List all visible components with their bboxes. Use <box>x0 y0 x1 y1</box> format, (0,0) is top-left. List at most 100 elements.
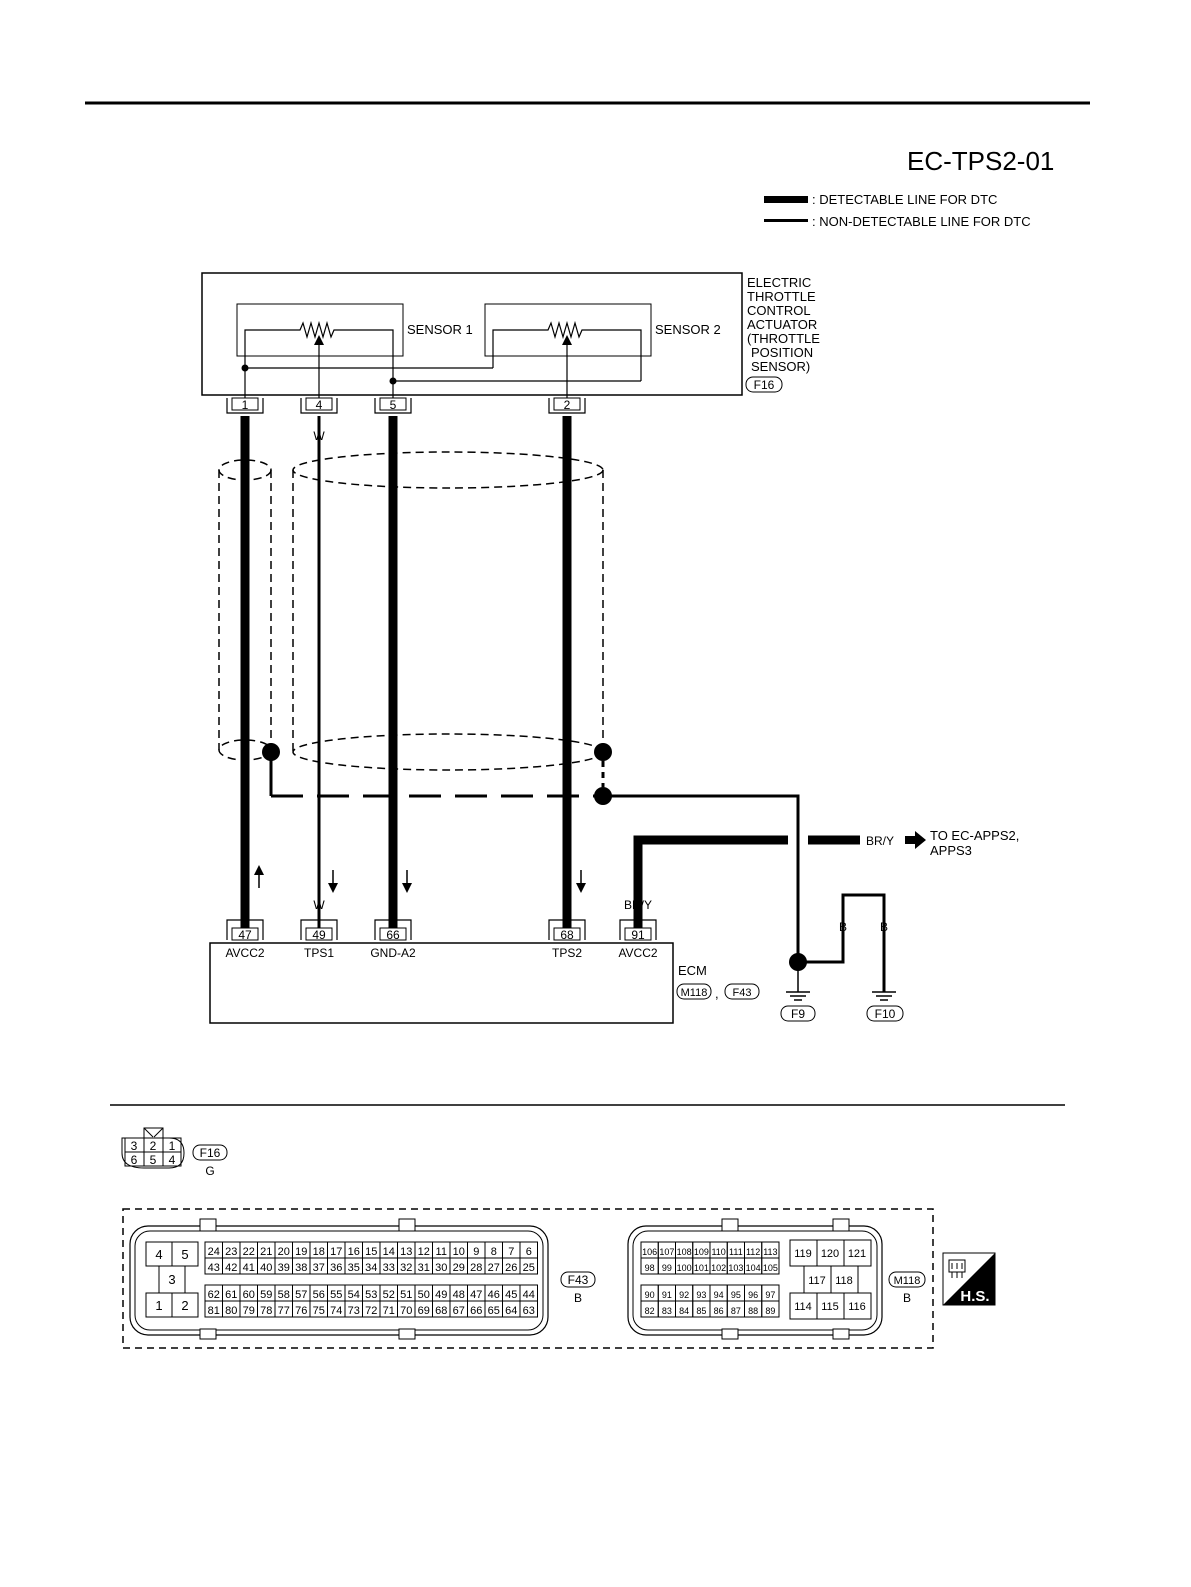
ecm-wire-color: W <box>313 898 325 912</box>
sensor1-loop <box>244 320 394 381</box>
pin-number: 69 <box>418 1305 430 1317</box>
splice-ground <box>389 377 397 385</box>
legend-non-detectable-swatch <box>764 219 808 222</box>
pin-number: 64 <box>505 1305 517 1317</box>
pin-number: 17 <box>330 1246 342 1258</box>
pin-number: 29 <box>453 1262 465 1274</box>
actuator-name: ELECTRIC THROTTLE CONTROL ACTUATOR (THRO… <box>747 275 824 374</box>
pin-cell <box>519 1257 538 1275</box>
ground-circuit: B B F9 F10 <box>780 893 904 1022</box>
pin-number: 28 <box>470 1262 482 1274</box>
pin-number: 75 <box>313 1305 325 1317</box>
pin-number: 6 <box>526 1246 532 1258</box>
pin-number: 9 <box>473 1246 479 1258</box>
pin-number: 31 <box>418 1262 430 1274</box>
pin-number: 45 <box>505 1289 517 1301</box>
pin-number: 25 <box>523 1262 535 1274</box>
svg-text:5: 5 <box>181 1247 188 1262</box>
f43-face-id: F43 <box>568 1273 589 1287</box>
svg-text:118: 118 <box>835 1275 853 1287</box>
pin-number: 102 <box>711 1263 726 1273</box>
pin-number: 34 <box>365 1262 377 1274</box>
branch-wire-color: BR/Y <box>866 834 894 848</box>
pin-number: 86 <box>714 1306 724 1316</box>
pin-number: 21 <box>260 1246 272 1258</box>
pin-number: 56 <box>313 1289 325 1301</box>
pin-number: 78 <box>260 1305 272 1317</box>
pin-number: 109 <box>694 1247 709 1257</box>
pin-number: 15 <box>365 1246 377 1258</box>
pin-number: 55 <box>330 1289 342 1301</box>
svg-text:2: 2 <box>181 1298 188 1313</box>
pin-number: 42 <box>225 1262 237 1274</box>
ecm-wire-color: BR/Y <box>624 898 652 912</box>
pin-number: 70 <box>400 1305 412 1317</box>
actuator-terminals: 1 4 5 2 <box>226 397 586 414</box>
pin-number: 61 <box>225 1289 237 1301</box>
pin-number: 80 <box>225 1305 237 1317</box>
branch-arrow-icon <box>905 831 926 849</box>
svg-text:4: 4 <box>169 1153 176 1167</box>
pin-number: 95 <box>731 1290 741 1300</box>
ecm-unit: 47 49 66 68 91 AVCC2 TPS1 GND-A2 TPS2 AV… <box>209 919 760 1024</box>
pin-number: 7 <box>508 1246 514 1258</box>
pin-number: 38 <box>295 1262 307 1274</box>
ecm-wire-color: R <box>563 898 572 912</box>
ecm-terminal: 66 <box>374 919 412 942</box>
legend: : DETECTABLE LINE FOR DTC : NON-DETECTAB… <box>764 192 1031 229</box>
f16-connector-face: 3 2 1 6 5 4 F16 G <box>121 1127 228 1178</box>
actuator-terminal: 1 <box>226 397 264 414</box>
pin-number: 49 <box>435 1289 447 1301</box>
throttle-actuator: ELECTRIC THROTTLE CONTROL ACTUATOR (THRO… <box>201 272 824 398</box>
ecm-connector-tag <box>676 983 712 1000</box>
pin-number: 105 <box>763 1263 778 1273</box>
pin-number: 104 <box>746 1263 761 1273</box>
legend-detectable-label: : DETECTABLE LINE FOR DTC <box>812 192 997 207</box>
pin-number: 97 <box>765 1290 775 1300</box>
ecm-terminal: 91 <box>619 919 657 942</box>
svg-text:119: 119 <box>794 1248 812 1260</box>
pin-cell <box>761 1257 780 1275</box>
pin-number: 33 <box>383 1262 395 1274</box>
sensor1-label: SENSOR 1 <box>407 322 473 337</box>
sensor1-box <box>236 303 404 357</box>
svg-text:49: 49 <box>312 928 326 942</box>
pin-number: 26 <box>505 1262 517 1274</box>
svg-text:91: 91 <box>631 928 645 942</box>
ecm-name: ECM <box>678 963 707 978</box>
ground-wire-color: B <box>839 920 847 934</box>
actuator-box <box>201 272 743 396</box>
ground-icon <box>872 991 896 1001</box>
pin-number: 79 <box>243 1305 255 1317</box>
m118-face-id: M118 <box>894 1275 921 1287</box>
pin-number: 92 <box>679 1290 689 1300</box>
pin-number: 76 <box>295 1305 307 1317</box>
f43-left-block <box>145 1241 199 1318</box>
ground-connector-id: F9 <box>791 1007 805 1021</box>
pin-number: 71 <box>383 1305 395 1317</box>
pin-number: 81 <box>208 1305 220 1317</box>
ecm-terminal: 68 <box>548 919 586 942</box>
pin-number: 67 <box>453 1305 465 1317</box>
svg-text:120: 120 <box>821 1248 839 1260</box>
svg-text:121: 121 <box>848 1248 866 1260</box>
svg-text:1: 1 <box>155 1298 162 1313</box>
pin-number: 84 <box>679 1306 689 1316</box>
svg-text:3: 3 <box>168 1272 175 1287</box>
pin-number: 47 <box>470 1289 482 1301</box>
actuator-terminal: 4 <box>300 397 338 414</box>
ecm-wire-color: R <box>241 898 250 912</box>
pin-number: 90 <box>645 1290 655 1300</box>
splice-supply <box>241 364 249 372</box>
pin-number: 16 <box>348 1246 360 1258</box>
f43-face-color: B <box>574 1291 582 1305</box>
actuator-terminal: 2 <box>548 397 586 414</box>
svg-text:1: 1 <box>242 398 249 412</box>
pin-number: 54 <box>348 1289 360 1301</box>
svg-text:117: 117 <box>808 1275 826 1287</box>
pin-number: 20 <box>278 1246 290 1258</box>
ecm-signal: GND-A2 <box>370 946 416 960</box>
pin-number: 41 <box>243 1262 255 1274</box>
